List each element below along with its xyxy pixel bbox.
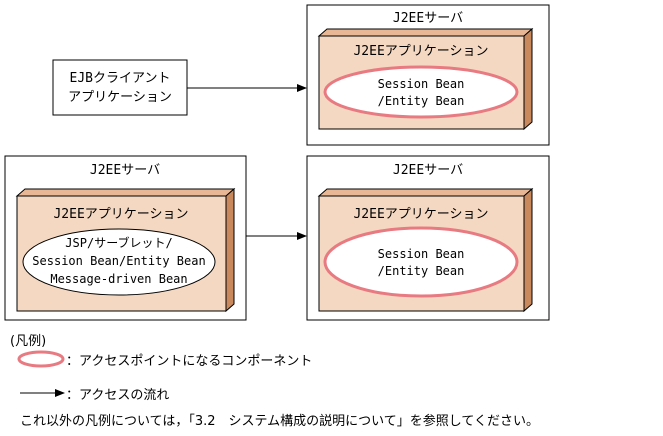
j2ee-server-bottom-right: J2EEサーバ J2EEアプリケーション Session Bean /Entit… — [306, 155, 550, 321]
ejb-client-label-line2: アプリケーション — [68, 90, 172, 105]
j2ee-server-left: J2EEサーバ J2EEアプリケーション JSP/サーブレット/ Session… — [4, 155, 247, 321]
access-point-component — [323, 226, 519, 298]
bean-label-line2: /Entity Bean — [378, 264, 465, 278]
legend-access-flow-label: ：アクセスの流れ — [66, 388, 170, 403]
legend-access-point-label: ：アクセスポイントになるコンポーネント — [66, 354, 313, 369]
bean-label-line1: Session Bean — [378, 247, 465, 261]
server-label: J2EEサーバ — [393, 163, 463, 178]
ejb-client-box: EJBクライアント アプリケーション — [52, 59, 188, 116]
component-label-line1: JSP/サーブレット/ — [65, 235, 172, 250]
app-label: J2EEアプリケーション — [53, 207, 188, 222]
legend-access-point-symbol — [17, 350, 65, 368]
access-point-component — [323, 65, 519, 119]
app-label: J2EEアプリケーション — [353, 44, 488, 59]
server-label: J2EEサーバ — [90, 163, 160, 178]
legend-note: これ以外の凡例については，「3.2 システム構成の説明について」を参照してくださ… — [20, 414, 539, 429]
app-label: J2EEアプリケーション — [353, 207, 488, 222]
legend-title: (凡例) — [10, 334, 47, 349]
j2ee-server-top-right: J2EEサーバ J2EEアプリケーション Session Bean /Entit… — [306, 4, 550, 146]
bean-label-line2: /Entity Bean — [378, 94, 465, 108]
component-label-line3: Message-driven Bean — [50, 272, 187, 286]
component-ellipse — [22, 228, 216, 296]
component-label-line2: Session Bean/Entity Bean — [32, 254, 205, 268]
bean-label-line1: Session Bean — [378, 77, 465, 91]
ejb-client-label-line1: EJBクライアント — [70, 71, 171, 86]
server-label: J2EEサーバ — [393, 11, 463, 26]
